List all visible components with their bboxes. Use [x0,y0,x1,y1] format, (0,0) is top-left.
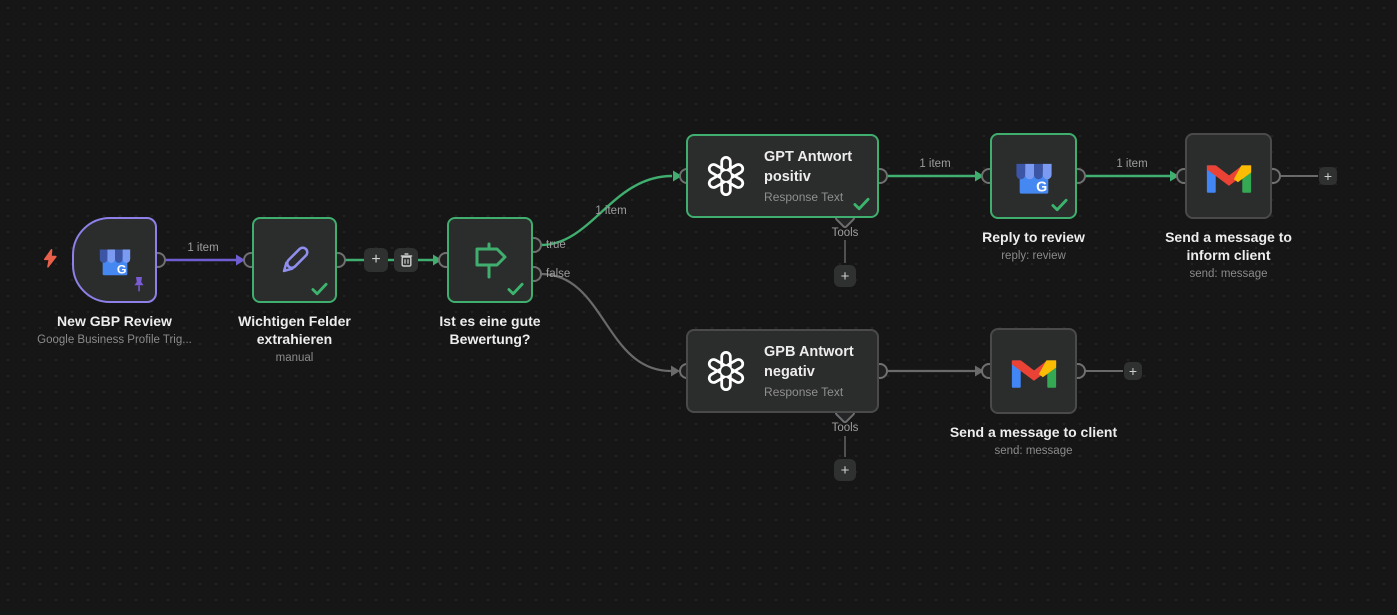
plus-icon: + [1128,363,1138,379]
node-subtitle: Response Text [764,189,844,204]
success-check-icon [507,282,524,296]
node-subtitle: send: message [994,445,1073,458]
node-title: Reply to review [982,229,1085,245]
svg-text:G: G [116,262,126,276]
pencil-icon [282,246,309,273]
items-count-label: 1 item [919,158,951,170]
node-gpt-antwort-positiv[interactable]: GPT Antwort positiv Response Text [686,134,879,218]
success-check-icon [1051,198,1068,212]
add-tool-button-gpb[interactable]: + [834,459,856,481]
delete-connection-button[interactable] [394,248,418,272]
connection-gpt-reply [887,170,984,182]
plus-icon: + [840,461,850,479]
output-label-true: true [546,239,566,251]
gmail-icon [1011,360,1056,388]
connection-if-true [540,170,682,247]
tools-port-label: Tools [831,227,859,239]
node-title: Send a message to inform client [1165,229,1292,264]
node-send-message-inform-client[interactable]: Send a message to inform client send: me… [1165,133,1292,280]
node-subtitle: manual [275,352,314,365]
add-tool-button-gpt[interactable]: + [834,265,856,287]
node-title: Ist es eine gute Bewertung? [439,313,541,348]
pin-icon [134,277,144,292]
openai-icon [707,155,745,197]
gmail-icon [1206,165,1251,193]
node-title: GPT Antwort positiv [764,149,853,185]
trash-icon [400,253,412,267]
node-new-gbp-review[interactable]: G New GBP Review Google Business Profile… [37,217,192,346]
plus-icon: + [371,251,381,268]
node-title: New GBP Review [57,313,172,329]
success-check-icon [853,197,870,211]
node-title: GPB Antwort negativ [764,344,854,380]
node-send-message-to-client[interactable]: Send a message to client send: message [950,328,1117,457]
output-label-false: false [546,268,571,280]
node-gpb-antwort-negativ[interactable]: GPB Antwort negativ Response Text [686,329,879,413]
plus-icon: + [840,267,850,285]
lightning-bolt-icon [42,249,59,273]
node-title: Send a message to client [949,424,1118,440]
items-count-label: 1 item [187,242,219,254]
tools-port-label: Tools [831,422,859,434]
items-count-label: 1 item [595,205,627,217]
items-count-label: 1 item [1116,158,1148,170]
connection-trigger-edit [161,254,245,266]
connection-reply-gmail [1085,170,1179,182]
node-wichtigen-felder-extrahieren[interactable]: Wichtigen Felder extrahieren manual [238,217,351,364]
node-subtitle: Google Business Profile Trig... [37,334,192,347]
svg-text:G: G [1036,179,1047,195]
node-ist-es-eine-gute-bewertung[interactable]: Ist es eine gute Bewertung? [439,217,541,347]
node-subtitle: reply: review [1001,250,1066,263]
add-node-inline-button[interactable]: + [364,248,388,272]
add-node-button-top[interactable]: + [1319,167,1337,185]
plus-icon: + [1323,168,1333,184]
node-reply-to-review[interactable]: G Reply to review reply: review [982,133,1085,262]
success-check-icon [311,282,328,296]
connection-edit-if [341,254,442,266]
openai-icon [707,350,745,392]
node-subtitle: send: message [1189,268,1268,281]
google-business-profile-icon: G [99,249,130,276]
google-business-profile-icon: G [1015,163,1052,195]
node-subtitle: Response Text [764,384,844,399]
add-node-button-bottom[interactable]: + [1124,362,1142,380]
connection-gpb-gmailclient [887,365,984,377]
connection-if-false [540,272,680,377]
node-title: Wichtigen Felder extrahieren [238,313,351,348]
signpost-icon [475,242,507,279]
